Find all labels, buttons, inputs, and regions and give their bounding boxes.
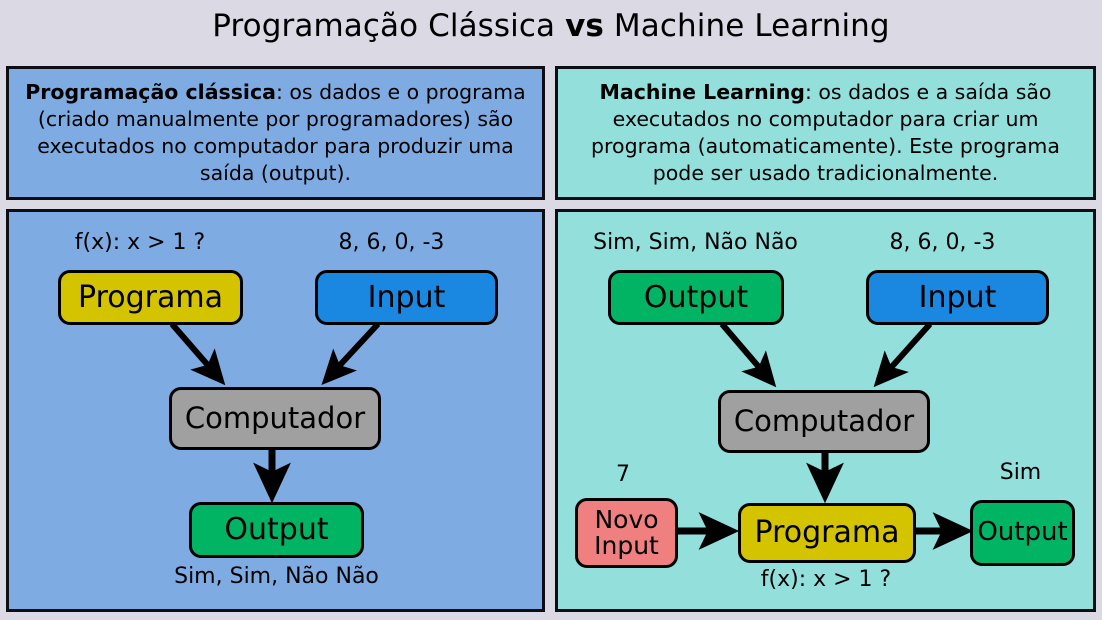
left-computer-node: Computador [169, 387, 381, 450]
classical-description-body: : os dados e o programa (criado manualme… [37, 79, 526, 186]
title-part-before: Programação Clássica [212, 8, 566, 44]
right-input-caption: 8, 6, 0, -3 [889, 230, 996, 255]
right-output-top-node: Output [608, 270, 784, 325]
right-new-input-line2: Input [594, 531, 659, 560]
right-program-node: Programa [738, 503, 916, 563]
classical-programming-diagram-panel: f(x): x > 1 ? Programa 8, 6, 0, -3 Input… [6, 209, 545, 612]
left-input-node: Input [315, 270, 498, 325]
right-new-input-caption: 7 [616, 462, 630, 487]
left-input-caption: 8, 6, 0, -3 [338, 230, 445, 255]
title-part-after: Machine Learning [603, 8, 890, 44]
ml-description-text: Machine Learning: os dados e a saída são… [566, 79, 1085, 187]
classical-programming-description-panel: Programação clássica: os dados e o progr… [6, 66, 545, 200]
left-program-caption: f(x): x > 1 ? [74, 230, 206, 255]
classical-description-text: Programação clássica: os dados e o progr… [17, 79, 534, 187]
ml-description-lead: Machine Learning [599, 79, 805, 104]
left-program-node: Programa [58, 270, 243, 325]
left-output-node: Output [189, 502, 364, 558]
right-new-input-node: Novo Input [575, 498, 678, 568]
ml-description-body: : os dados e a saída são executados no c… [591, 79, 1060, 186]
machine-learning-diagram-panel: Sim, Sim, Não Não Output 8, 6, 0, -3 Inp… [555, 209, 1096, 612]
right-new-input-line1: Novo [594, 504, 659, 534]
right-output-final-node: Output [970, 500, 1075, 566]
right-output-final-caption: Sim [999, 460, 1042, 485]
right-output-top-caption: Sim, Sim, Não Não [593, 230, 798, 255]
classical-description-lead: Programação clássica [25, 79, 276, 104]
page-title: Programação Clássica vs Machine Learning [0, 8, 1102, 44]
left-output-caption: Sim, Sim, Não Não [174, 564, 379, 589]
right-input-node: Input [866, 270, 1049, 325]
right-program-caption: f(x): x > 1 ? [760, 567, 892, 592]
machine-learning-description-panel: Machine Learning: os dados e a saída são… [555, 66, 1096, 200]
right-computer-node: Computador [718, 390, 930, 453]
title-emphasis-vs: vs [565, 8, 604, 44]
